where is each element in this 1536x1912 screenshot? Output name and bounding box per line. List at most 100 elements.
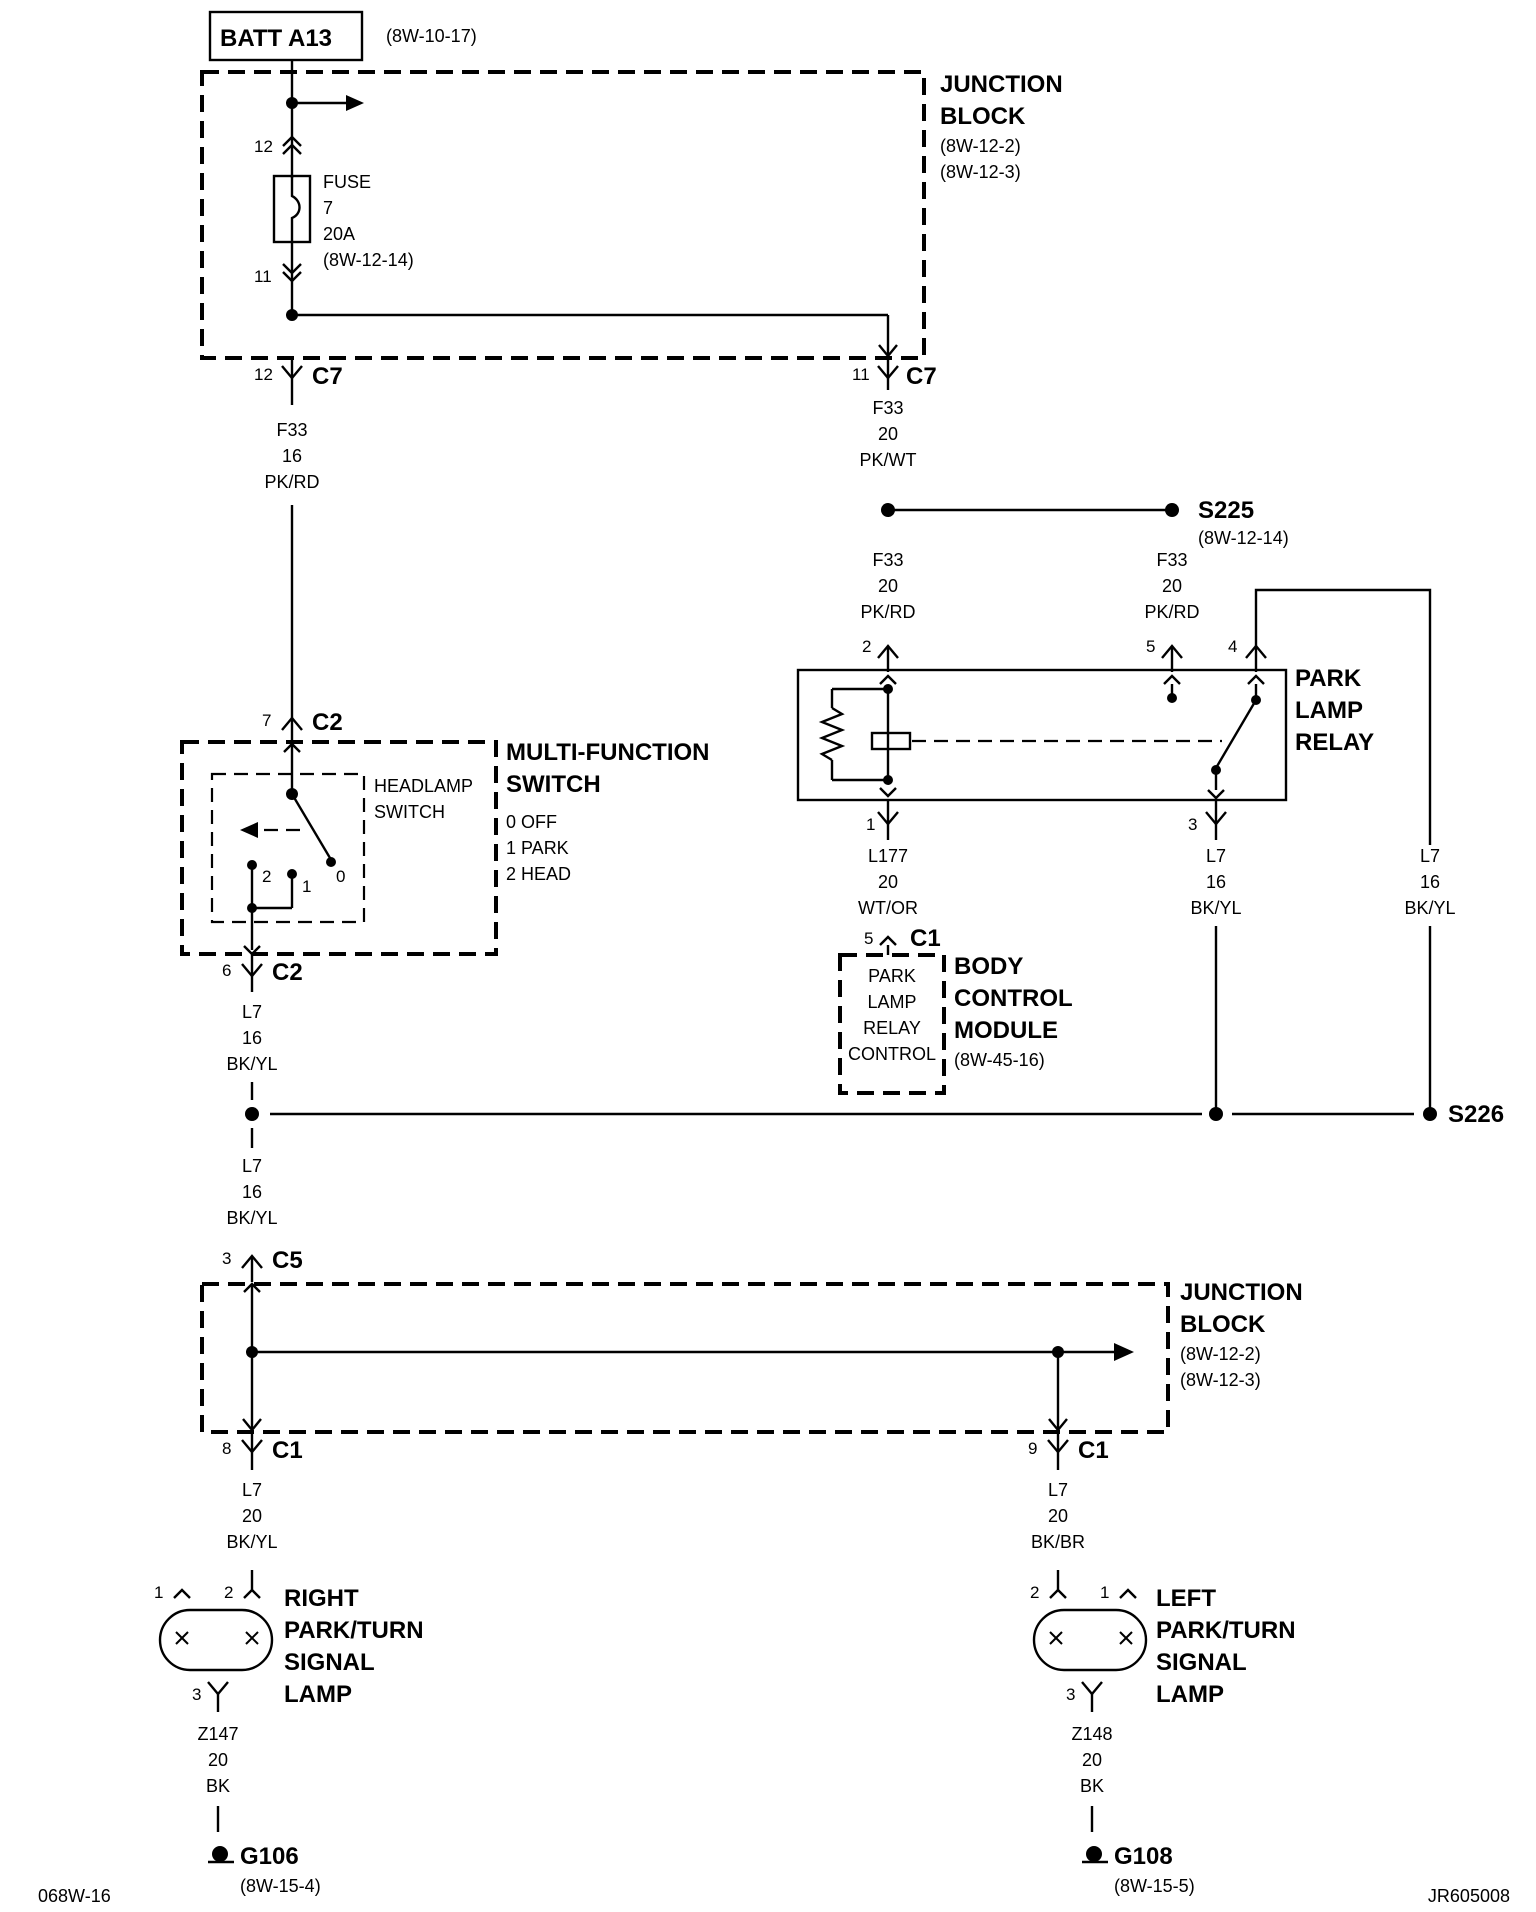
splice-s226 — [245, 1107, 1437, 1121]
fuse-label-1: FUSE — [323, 172, 371, 192]
right-lamp-pin-1: 1 — [154, 1583, 163, 1602]
relay-feed-right-2: 20 — [1162, 576, 1182, 596]
bcm-label-2: CONTROL — [954, 985, 1073, 1012]
right-park-turn-lamp — [158, 1570, 274, 1712]
bcm-box — [838, 953, 946, 1095]
jb-c1-left-wire-3: BK/YL — [226, 1532, 277, 1552]
bcm-inner-3: RELAY — [863, 1018, 921, 1038]
junction-block-bottom-ref-2: (8W-12-3) — [1180, 1370, 1261, 1390]
relay-pin-2: 2 — [862, 637, 871, 656]
jb-c1-left-wire-1: L7 — [242, 1480, 262, 1500]
junction-block-bottom-outline — [200, 1282, 1170, 1434]
g106-ref: (8W-15-4) — [240, 1876, 321, 1896]
left-lamp-pin-3: 3 — [1066, 1685, 1075, 1704]
right-lamp-pin-2: 2 — [224, 1583, 233, 1602]
s225-label: S225 — [1198, 497, 1254, 524]
relay-jumper-wire-3: BK/YL — [1404, 898, 1455, 918]
relay-out-3-wire-2: 16 — [1206, 872, 1226, 892]
bcm-ref: (8W-45-16) — [954, 1050, 1045, 1070]
jb-c1-left-wire-2: 20 — [242, 1506, 262, 1526]
jb-feed-wire-3: BK/YL — [226, 1208, 277, 1228]
jb-c1-right-wire-3: BK/BR — [1031, 1532, 1085, 1552]
jb-c1-right-conn: C1 — [1078, 1437, 1109, 1464]
right-lamp-label-1: RIGHT — [284, 1585, 359, 1612]
jb-feed-wire-1: L7 — [242, 1156, 262, 1176]
left-lamp-ground-wire-3: BK — [1080, 1776, 1104, 1796]
right-lamp-label-4: LAMP — [284, 1681, 352, 1708]
bcm-label-3: MODULE — [954, 1017, 1058, 1044]
bcm-inner-2: LAMP — [867, 992, 916, 1012]
bcm-inner-1: PARK — [868, 966, 916, 986]
bcm-inner-4: CONTROL — [848, 1044, 936, 1064]
relay-out-1-wire-2: 20 — [878, 872, 898, 892]
jb-feed-wire-2: 16 — [242, 1182, 262, 1202]
bcm-pin: 5 — [864, 929, 873, 948]
jb-c1-right-pin: 9 — [1028, 1439, 1037, 1458]
c7-left-pin: 12 — [254, 365, 273, 384]
relay-feed-left-2: 20 — [878, 576, 898, 596]
jb-c1-right-wire-1: L7 — [1048, 1480, 1068, 1500]
multi-function-switch-outline — [180, 740, 498, 956]
relay-pin3-connector — [1205, 800, 1227, 840]
headlamp-switch-label-2: SWITCH — [374, 802, 445, 822]
battery-ref: (8W-10-17) — [386, 26, 477, 46]
relay-jumper-wire-1: L7 — [1420, 846, 1440, 866]
junction-block-bottom-label-2: BLOCK — [1180, 1311, 1266, 1338]
left-lamp-ground-wire-1: Z148 — [1071, 1724, 1112, 1744]
relay-out-3-wire-3: BK/YL — [1190, 898, 1241, 918]
right-lamp-pin-3: 3 — [192, 1685, 201, 1704]
jb-c1-left-conn: C1 — [272, 1437, 303, 1464]
switch-position-2: 2 HEAD — [506, 864, 571, 884]
left-lamp-label-2: PARK/TURN — [1156, 1617, 1296, 1644]
junction-block-top-ref-1: (8W-12-2) — [940, 136, 1021, 156]
relay-pin-1: 1 — [866, 815, 875, 834]
relay-feed-right-3: PK/RD — [1144, 602, 1199, 622]
jb-bottom-c5-connector — [241, 1254, 263, 1282]
fuse-label-4: (8W-12-14) — [323, 250, 414, 270]
relay-jumper-wire-2: 16 — [1420, 872, 1440, 892]
c7-right-wire-2: 20 — [878, 424, 898, 444]
connector-c7-right — [877, 358, 899, 390]
splice-s225 — [881, 503, 1179, 517]
footer-left-code: 068W-16 — [38, 1886, 111, 1906]
headlamp-switch-outline — [210, 772, 366, 924]
right-lamp-label-3: SIGNAL — [284, 1649, 375, 1676]
junction-block-top-ref-2: (8W-12-3) — [940, 162, 1021, 182]
c7-left-wire-1: F33 — [276, 420, 307, 440]
fuse-pin-out: 11 — [254, 267, 272, 286]
relay-feed-left-3: PK/RD — [860, 602, 915, 622]
right-lamp-ground-wire-1: Z147 — [197, 1724, 238, 1744]
fuse-label-3: 20A — [323, 224, 355, 244]
g108-label: G108 — [1114, 1843, 1173, 1870]
relay-internals — [818, 644, 1267, 800]
left-lamp-pin-1: 1 — [1100, 1583, 1109, 1602]
c7-left-wire-2: 16 — [282, 446, 302, 466]
relay-feed-left-1: F33 — [872, 550, 903, 570]
c7-right-conn: C7 — [906, 363, 937, 390]
switch-pin-out: 6 — [222, 961, 231, 980]
relay-out-1-wire-3: WT/OR — [858, 898, 918, 918]
switch-conn-in: C2 — [312, 709, 343, 736]
fuse-label-2: 7 — [323, 198, 333, 218]
relay-pin-5: 5 — [1146, 637, 1155, 656]
left-lamp-label-4: LAMP — [1156, 1681, 1224, 1708]
switch-pin-in: 7 — [262, 711, 271, 730]
jb-c1-right-connector — [1047, 1432, 1069, 1470]
fuse-circuit — [272, 60, 898, 358]
junction-block-bottom-label-1: JUNCTION — [1180, 1279, 1303, 1306]
relay-out-3-wire-1: L7 — [1206, 846, 1226, 866]
relay-label-3: RELAY — [1295, 729, 1374, 756]
junction-block-top-label-1: JUNCTION — [940, 71, 1063, 98]
ground-g108-symbol — [1082, 1806, 1108, 1864]
park-lamp-relay-box — [796, 668, 1288, 802]
switch-contact-1: 1 — [302, 877, 311, 896]
c7-right-wire-3: PK/WT — [860, 450, 917, 470]
switch-position-1: 1 PARK — [506, 838, 569, 858]
c7-left-conn: C7 — [312, 363, 343, 390]
connector-c7-left — [281, 358, 303, 405]
left-lamp-label-3: SIGNAL — [1156, 1649, 1247, 1676]
junction-block-top-outline — [200, 70, 926, 360]
relay-out-1-wire-1: L177 — [868, 846, 908, 866]
jb-bottom-bus — [242, 1282, 1134, 1432]
switch-out-wire-3: BK/YL — [226, 1054, 277, 1074]
